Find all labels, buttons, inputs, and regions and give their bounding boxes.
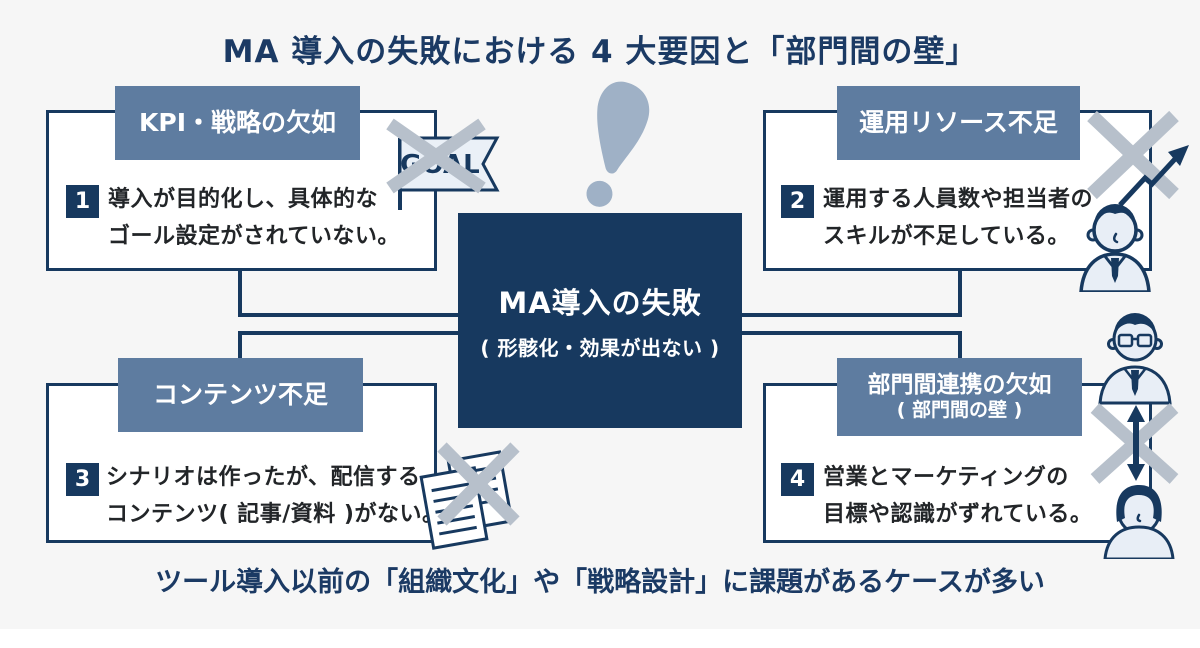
factor-header-label: KPI・戦略の欠如 bbox=[139, 107, 336, 137]
factor-description: シナリオは作ったが、配信する コンテンツ( 記事/資料 )がない。 bbox=[106, 459, 444, 533]
center-failure-box: MA導入の失敗 ( 形骸化・効果が出ない ) bbox=[458, 213, 742, 428]
factor-number-badge: 1 bbox=[66, 185, 99, 218]
connector-line bbox=[238, 331, 242, 361]
goal-flag-icon: GOAL bbox=[386, 118, 500, 210]
department-wall-people-icon bbox=[1090, 313, 1179, 559]
factor-header-content: コンテンツ不足 bbox=[118, 358, 363, 432]
factor-description-line: シナリオは作ったが、配信する bbox=[106, 465, 421, 490]
connector-line bbox=[238, 331, 458, 335]
center-failure-subtitle: ( 形骸化・効果が出ない ) bbox=[480, 336, 720, 360]
center-failure-title: MA導入の失敗 bbox=[498, 286, 702, 320]
factor-header-kpi: KPI・戦略の欠如 bbox=[115, 86, 360, 160]
factor-description: 導入が目的化し、具体的な ゴール設定がされていない。 bbox=[108, 181, 400, 255]
factor-description-line: スキルが不足している。 bbox=[823, 224, 1070, 249]
connector-line bbox=[238, 313, 458, 317]
factor-description-line: 導入が目的化し、具体的な bbox=[108, 187, 379, 212]
connector-line bbox=[958, 331, 962, 361]
connector-line bbox=[958, 268, 962, 317]
factor-description: 営業とマーケティングの 目標や認識がずれている。 bbox=[823, 459, 1092, 533]
factor-description-line: 運用する人員数や担当者の bbox=[823, 187, 1094, 212]
connector-line bbox=[742, 313, 958, 317]
factor-header-label: 運用リソース不足 bbox=[859, 107, 1058, 137]
factor-header-departments: 部門間連携の欠如 ( 部門間の壁 ) bbox=[837, 358, 1082, 436]
understaffed-person-arrow-icon bbox=[1079, 110, 1189, 292]
page-title: MA 導入の失敗における 4 大要因と「部門間の壁」 bbox=[222, 34, 978, 70]
factor-description-line: ゴール設定がされていない。 bbox=[108, 224, 400, 249]
factor-description: 運用する人員数や担当者の スキルが不足している。 bbox=[823, 181, 1093, 255]
factor-number-badge: 4 bbox=[781, 463, 814, 496]
bottom-caption: ツール導入以前の「組織文化」や「戦略設計」に課題があるケースが多い bbox=[155, 567, 1045, 598]
factor-header-label: 部門間連携の欠如 bbox=[867, 371, 1052, 398]
factor-header-resources: 運用リソース不足 bbox=[837, 86, 1080, 160]
factor-number-badge: 2 bbox=[781, 185, 814, 218]
exclamation-icon bbox=[586, 81, 650, 207]
factor-header-sublabel: ( 部門間の壁 ) bbox=[896, 399, 1023, 422]
factor-number-badge: 3 bbox=[66, 463, 99, 496]
factor-description-line: コンテンツ( 記事/資料 )がない。 bbox=[106, 502, 445, 527]
connector-line bbox=[742, 331, 958, 335]
connector-line bbox=[238, 268, 242, 317]
factor-description-line: 目標や認識がずれている。 bbox=[823, 502, 1093, 527]
factor-description-line: 営業とマーケティングの bbox=[823, 465, 1069, 490]
factor-header-label: コンテンツ不足 bbox=[152, 379, 328, 409]
no-content-documents-icon bbox=[419, 442, 520, 550]
bottom-white-strip bbox=[0, 629, 1200, 648]
